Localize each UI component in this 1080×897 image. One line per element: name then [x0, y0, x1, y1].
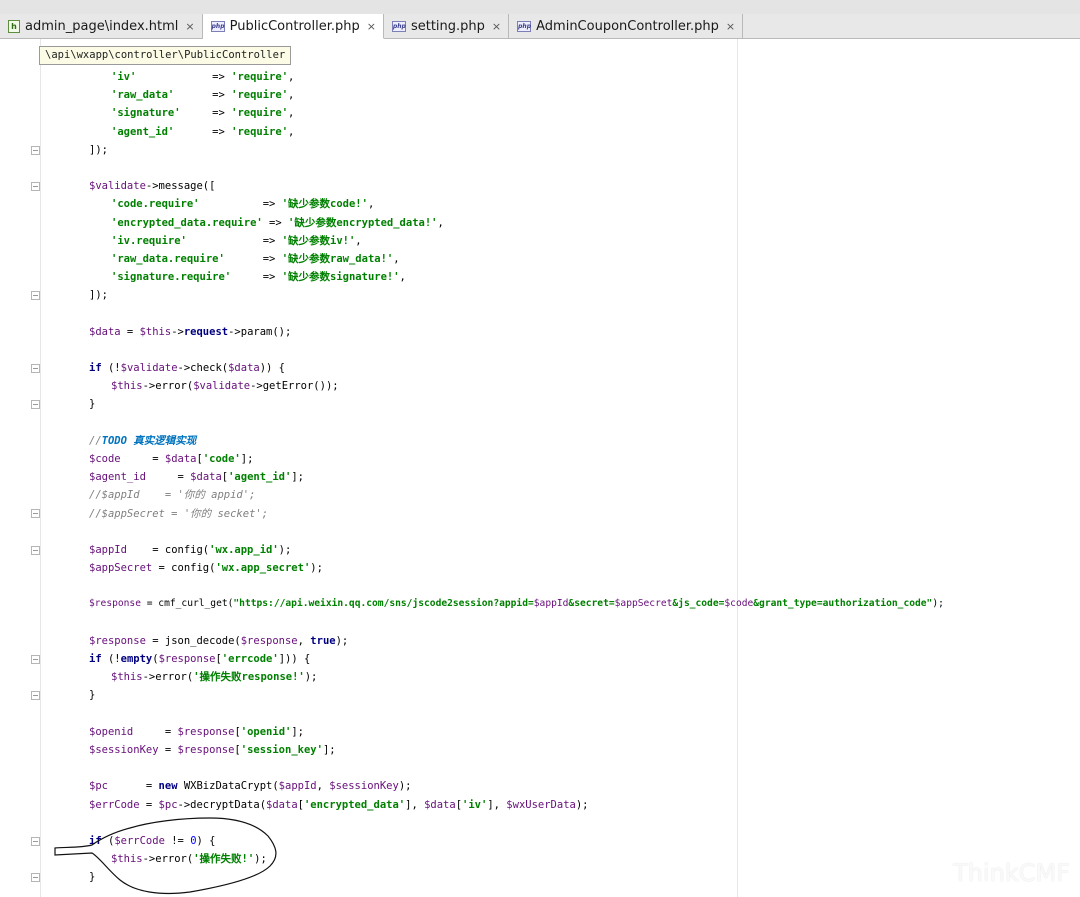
- code-line-empty: [89, 614, 944, 632]
- watermark: ThinkCMF: [953, 859, 1070, 887]
- fold-end-icon[interactable]: [31, 146, 40, 155]
- code-line-empty: [89, 705, 944, 723]
- close-icon[interactable]: ×: [366, 19, 376, 33]
- code-line: $pc = new WXBizDataCrypt($appId, $sessio…: [89, 780, 412, 793]
- code-line: $this->error('操作失败response!');: [111, 671, 318, 684]
- close-icon[interactable]: ×: [185, 19, 195, 33]
- code-line: if (!empty($response['errcode'])) {: [89, 653, 311, 665]
- tab-label: setting.php: [410, 18, 485, 34]
- php-file-icon: php: [517, 20, 532, 32]
- code-line: 'code.require' => '缺少参数code!',: [111, 198, 375, 211]
- tab-label: AdminCouponController.php: [536, 18, 719, 34]
- code-line-empty: [89, 304, 944, 322]
- code-line: $data = $this->request->param();: [89, 325, 292, 338]
- code-line-empty: [89, 577, 944, 595]
- code-line: $appId = config('wx.app_id');: [89, 543, 292, 556]
- tab-label: PublicController.php: [229, 18, 360, 34]
- code-line-empty: [89, 814, 944, 832]
- code-line: $errCode = $pc->decryptData($data['encry…: [89, 798, 589, 811]
- fold-end-icon[interactable]: [31, 546, 40, 555]
- code-line: $this->error('操作失败!');: [111, 853, 267, 866]
- code-line: $response = json_decode($response, true)…: [89, 634, 349, 647]
- code-line: 'raw_data.require' => '缺少参数raw_data!',: [111, 252, 400, 265]
- code-block: 'iv' => 'require', 'raw_data' => 'requir…: [89, 68, 944, 886]
- editor-gutter: [0, 39, 41, 897]
- code-line: }: [89, 398, 96, 411]
- window-top-strip: [0, 0, 1080, 15]
- code-editor[interactable]: 'iv' => 'require', 'raw_data' => 'requir…: [0, 39, 1080, 897]
- close-icon[interactable]: ×: [725, 19, 736, 33]
- code-line: $sessionKey = $response['session_key'];: [89, 743, 336, 756]
- close-icon[interactable]: ×: [491, 19, 502, 33]
- php-file-icon: php: [210, 20, 225, 32]
- fold-end-icon[interactable]: [31, 400, 40, 409]
- fold-start-icon[interactable]: [31, 655, 40, 664]
- code-line: 'iv.require' => '缺少参数iv!',: [111, 234, 362, 247]
- code-line: $response = cmf_curl_get("https://api.we…: [89, 598, 944, 610]
- code-line: 'agent_id' => 'require',: [111, 125, 295, 138]
- code-line: 'signature.require' => '缺少参数signature!',: [111, 271, 406, 284]
- code-line: //$appSecret = '你的 secket';: [89, 507, 269, 520]
- code-line-empty: [89, 159, 944, 177]
- code-line: $openid = $response['openid'];: [89, 725, 304, 738]
- fold-start-icon[interactable]: [31, 364, 40, 373]
- code-line: //TODO 真实逻辑实现: [89, 434, 197, 447]
- code-line: 'iv' => 'require',: [111, 71, 295, 83]
- html-file-icon: h: [8, 19, 20, 33]
- code-line: $agent_id = $data['agent_id'];: [89, 471, 304, 484]
- fold-end-icon[interactable]: [31, 873, 40, 882]
- tab-label: admin_page\index.html: [25, 18, 179, 34]
- code-line-empty: [89, 523, 944, 541]
- tab-admin-coupon-controller[interactable]: php AdminCouponController.php ×: [509, 14, 744, 38]
- fold-start-icon[interactable]: [31, 837, 40, 846]
- code-line: $code = $data['code'];: [89, 452, 254, 465]
- code-line: $this->error($validate->getError());: [111, 380, 339, 393]
- code-line: ]);: [89, 143, 108, 156]
- php-file-icon: php: [391, 20, 406, 32]
- code-line-empty: [89, 341, 944, 359]
- code-line: }: [89, 689, 96, 702]
- code-line: 'encrypted_data.require' => '缺少参数encrypt…: [111, 216, 444, 229]
- fold-start-icon[interactable]: [31, 509, 40, 518]
- code-line: $validate->message([: [89, 180, 216, 193]
- code-line: $appSecret = config('wx.app_secret');: [89, 562, 323, 575]
- tab-public-controller[interactable]: php PublicController.php ×: [202, 14, 384, 39]
- editor-tab-bar: h admin_page\index.html × php PublicCont…: [0, 14, 1080, 39]
- code-line: 'raw_data' => 'require',: [111, 89, 295, 102]
- code-line-empty: [89, 414, 944, 432]
- code-line: }: [89, 871, 96, 884]
- code-line-empty: [89, 759, 944, 777]
- fold-end-icon[interactable]: [31, 691, 40, 700]
- code-line: 'signature' => 'require',: [111, 107, 295, 120]
- right-margin-guide: [737, 39, 738, 897]
- code-line: if ($errCode != 0) {: [89, 834, 216, 847]
- fold-end-icon[interactable]: [31, 291, 40, 300]
- code-line: if (!$validate->check($data)) {: [89, 362, 286, 374]
- class-path-tooltip: \api\wxapp\controller\PublicController: [39, 46, 292, 65]
- tab-setting[interactable]: php setting.php ×: [383, 14, 510, 38]
- fold-start-icon[interactable]: [31, 182, 40, 191]
- code-line: //$appId = '你的 appid';: [89, 489, 256, 502]
- tab-index-html[interactable]: h admin_page\index.html ×: [0, 14, 203, 38]
- code-line: ]);: [89, 289, 108, 302]
